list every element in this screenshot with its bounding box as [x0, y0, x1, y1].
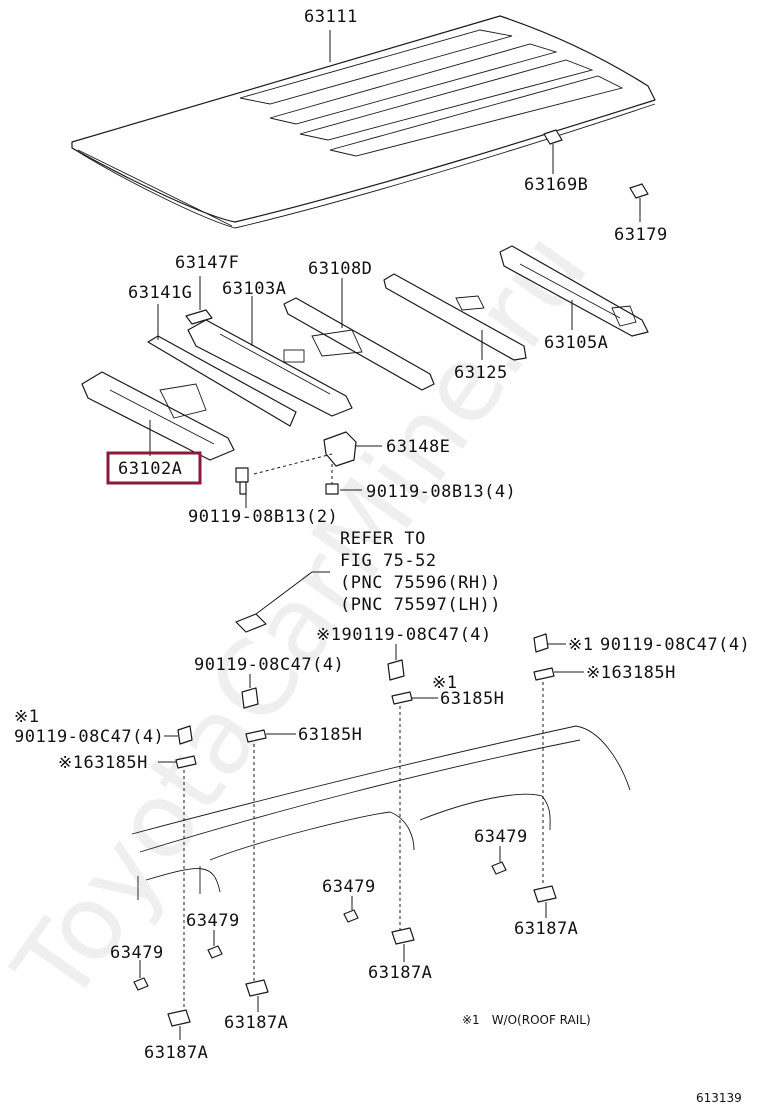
pad-63479-far-left[interactable] — [133, 977, 149, 991]
roof-bow-63108D[interactable] — [283, 297, 435, 391]
label-63103A: 63103A — [222, 279, 286, 299]
label-63169B: 63169B — [524, 175, 588, 195]
roof-bow-63141G[interactable] — [147, 335, 297, 427]
label-clip-left-note: ※1 — [14, 707, 39, 727]
label-clip-left: 90119-08C47(4) — [14, 727, 164, 747]
bracket-63187A-right[interactable] — [533, 885, 557, 903]
watermark-text: ToyotaCarMine.ru — [0, 210, 612, 1025]
label-63148E: 63148E — [386, 437, 450, 457]
label-63141G: 63141G — [128, 283, 192, 303]
label-63479-center: 63479 — [322, 877, 376, 897]
retainer-63185H-left[interactable] — [175, 755, 197, 769]
bracket-63148E[interactable] — [323, 431, 357, 467]
label-63102A[interactable]: 63102A — [118, 459, 182, 479]
refer-line-2: FIG 75-52 — [340, 551, 437, 571]
pad-63179[interactable] — [629, 183, 649, 199]
roof-bow-63103A[interactable] — [187, 319, 353, 417]
label-63479-far-left: 63479 — [110, 943, 164, 963]
label-63185H-right: ※163185H — [586, 663, 676, 683]
label-63187A-center: 63187A — [368, 963, 432, 983]
roof-panel[interactable] — [71, 15, 656, 229]
pad-63479-left[interactable] — [207, 945, 223, 959]
bracket-63187A-far-left[interactable] — [167, 1009, 191, 1027]
label-63185H-center: 63185H — [440, 689, 504, 709]
clip-63147F[interactable] — [185, 309, 213, 325]
retainer-63185H-right[interactable] — [533, 667, 555, 681]
bolt-left[interactable] — [235, 467, 249, 495]
label-63105A: 63105A — [544, 333, 608, 353]
label-63479-right: 63479 — [474, 827, 528, 847]
label-bolt-left: 90119-08B13(2) — [188, 507, 338, 527]
roof-bow-63125[interactable] — [383, 273, 527, 361]
figure-number: 613139 — [696, 1091, 742, 1105]
leader-refer — [255, 571, 330, 615]
pad-63479-right[interactable] — [491, 861, 507, 875]
label-63187A-right: 63187A — [514, 919, 578, 939]
label-63108D: 63108D — [308, 259, 372, 279]
label-63185H-mid: 63185H — [298, 725, 362, 745]
bracket-63187A-left[interactable] — [245, 979, 269, 997]
clip-right[interactable] — [533, 633, 549, 653]
label-63185H-left: ※163185H — [58, 753, 148, 773]
label-63125: 63125 — [454, 363, 508, 383]
label-clip-mid: 90119-08C47(4) — [194, 655, 344, 675]
label-63479-left: 63479 — [186, 911, 240, 931]
label-63179: 63179 — [614, 225, 668, 245]
dash-bolt-left — [253, 453, 333, 475]
retainer-63185H-center[interactable] — [391, 691, 413, 705]
label-clip-right: 90119-08C47(4) — [600, 635, 750, 655]
refer-to-note: REFER TO FIG 75-52 (PNC 75596(RH)) (PNC … — [340, 529, 501, 615]
bolt-right[interactable] — [325, 483, 339, 495]
label-63187A-far-left: 63187A — [144, 1043, 208, 1063]
clip-left[interactable] — [177, 725, 193, 745]
bracket-63187A-center[interactable] — [391, 927, 415, 945]
refer-line-3: (PNC 75596(RH)) — [340, 573, 501, 593]
pad-63479-center[interactable] — [343, 909, 359, 923]
refer-line-1: REFER TO — [340, 529, 426, 549]
footnote-roof-rail: ※1 W/O(ROOF RAIL) — [462, 1013, 591, 1027]
retainer-63185H-mid[interactable] — [245, 729, 267, 743]
roof-header-63105A[interactable] — [499, 245, 649, 337]
clip-top[interactable] — [387, 659, 405, 681]
label-63111: 63111 — [304, 7, 358, 27]
label-63147F: 63147F — [175, 253, 239, 273]
pad-63169B[interactable] — [543, 129, 563, 145]
refer-line-4: (PNC 75597(LH)) — [340, 595, 501, 615]
highlight-box-63102A — [106, 451, 202, 485]
label-clip-top: ※190119-08C47(4) — [316, 625, 492, 645]
label-clip-right-note: ※1 — [568, 635, 593, 655]
clip-mid[interactable] — [241, 687, 259, 709]
label-63187A-left: 63187A — [224, 1013, 288, 1033]
roof-header-63102A[interactable] — [81, 371, 235, 461]
label-63185H-center-note: ※1 — [432, 673, 457, 693]
label-bolt-right: 90119-08B13(4) — [366, 482, 516, 502]
roof-rail-cover-ref[interactable] — [235, 613, 267, 633]
body-side-outline — [131, 725, 631, 900]
